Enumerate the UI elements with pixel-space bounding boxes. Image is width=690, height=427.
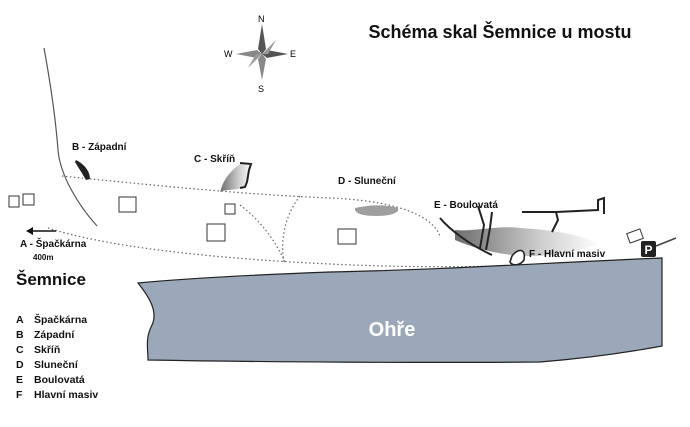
label-rock-d: D - Sluneční xyxy=(338,176,397,187)
legend-name: Sluneční xyxy=(34,359,79,371)
legend-name: Špačkárna xyxy=(34,313,87,326)
rock-b-shape xyxy=(75,160,90,180)
label-rock-a: A - Špačkárna xyxy=(20,237,87,250)
river-ohre xyxy=(136,257,663,363)
map-title: Schéma skal Šemnice u mostu xyxy=(368,21,631,42)
rock-d-shape xyxy=(354,205,399,216)
arrow-left-icon xyxy=(26,227,56,235)
label-rock-e: E - Boulovatá xyxy=(434,200,498,211)
rock-c-shape xyxy=(220,164,252,192)
legend-key: F xyxy=(16,389,23,401)
rock-f-shape xyxy=(509,249,526,266)
legend-key: B xyxy=(16,329,24,341)
parking-sign: P xyxy=(641,237,677,257)
legend-name: Skříň xyxy=(34,344,60,356)
distance-label: 400m xyxy=(33,253,53,262)
label-rock-b: B - Západní xyxy=(72,142,128,153)
legend-key: D xyxy=(16,359,24,371)
rock-e-shape xyxy=(439,196,605,256)
legend-key: C xyxy=(16,344,24,356)
compass-south: S xyxy=(258,84,264,94)
legend-name: Boulovatá xyxy=(34,374,85,386)
label-rock-c: C - Skříň xyxy=(194,154,235,165)
parking-label: P xyxy=(644,243,652,257)
road-line xyxy=(43,47,98,227)
river-name: Ohře xyxy=(369,319,416,341)
compass-west: W xyxy=(224,49,233,59)
legend: A Špačkárna B Západní C Skříň D Sluneční… xyxy=(16,313,98,401)
buildings xyxy=(8,193,644,245)
compass-north: N xyxy=(258,14,265,24)
compass-rose: N E S W xyxy=(224,14,296,94)
footpaths xyxy=(47,175,661,268)
legend-key: A xyxy=(16,314,24,326)
legend-name: Západní xyxy=(34,329,75,341)
compass-east: E xyxy=(290,49,296,59)
legend-key: E xyxy=(16,374,23,386)
legend-name: Hlavní masiv xyxy=(34,389,98,401)
village-name: Šemnice xyxy=(16,270,86,289)
label-rock-f: F - Hlavní masiv xyxy=(529,249,606,260)
